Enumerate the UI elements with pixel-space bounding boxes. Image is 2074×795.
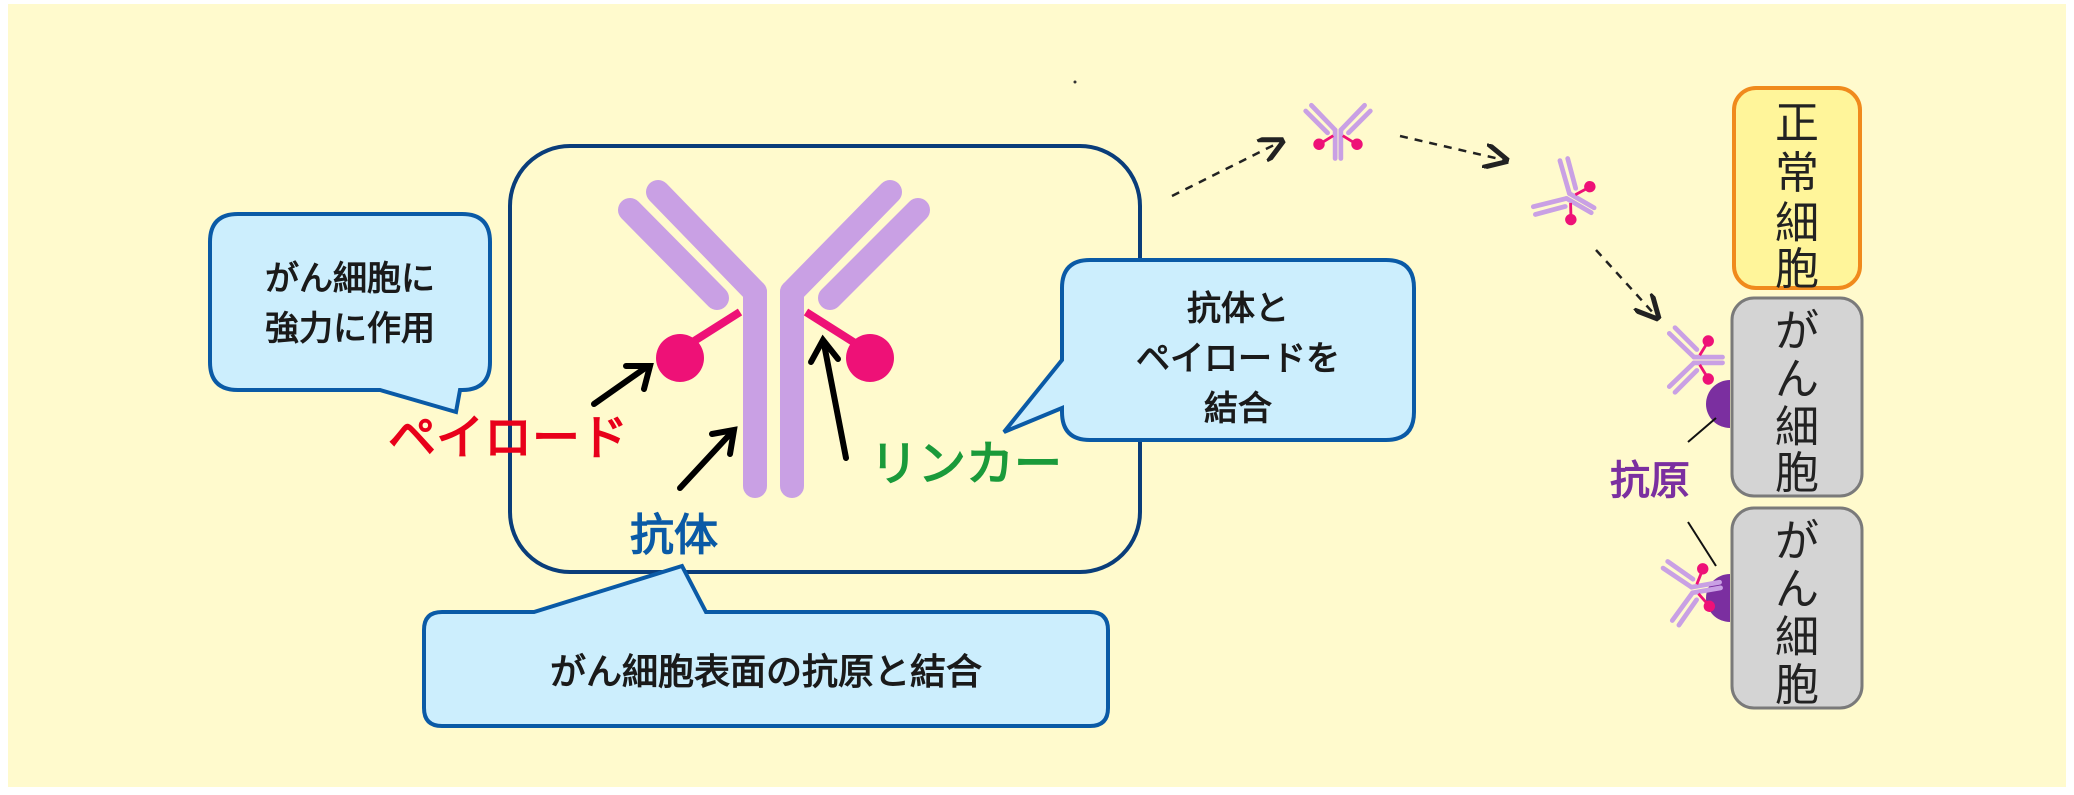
cancer-cell-2-char-4: 胞: [1775, 660, 1819, 711]
antigen-leader-1: [1687, 417, 1717, 443]
linker-label: リンカー: [870, 436, 1062, 492]
payload-left: [656, 334, 704, 382]
callout-potent: がん細胞に 強力に作用: [208, 212, 492, 415]
cancer-cell-1-char-4: 胞: [1775, 448, 1819, 499]
cancer-cell-1: が ん 細 胞: [1730, 296, 1864, 499]
antigen-leader-2: [1687, 521, 1717, 567]
callout-binding: がん細胞表面の抗原と結合: [422, 563, 1110, 728]
payload-right: [846, 334, 894, 382]
antibody-label: 抗体: [630, 510, 718, 561]
callout-conjugate: 抗体と ペイロードを 結合: [1002, 258, 1416, 442]
antibody-illustration: [618, 180, 930, 498]
cancer-cell-1-char-3: 細: [1775, 402, 1819, 453]
cancer-cell-2-char-1: が: [1775, 516, 1819, 567]
cancer-cell-2-char-3: 細: [1775, 612, 1819, 663]
cancer-cell-1-char-2: ん: [1775, 354, 1819, 405]
callout-potent-line1: がん細胞に: [265, 259, 435, 299]
callout-potent-line2: 強力に作用: [265, 309, 435, 349]
normal-cell-char-3: 細: [1775, 198, 1819, 249]
callout-conjugate-line1: 抗体と: [1187, 289, 1289, 329]
cancer-cell-2-char-2: ん: [1775, 564, 1819, 615]
payload-label: ペイロード: [388, 410, 628, 466]
callout-binding-text: がん細胞表面の抗原と結合: [550, 651, 982, 693]
normal-cell-char-4: 胞: [1775, 244, 1819, 295]
callout-conjugate-line2: ペイロードを: [1136, 339, 1340, 379]
cancer-cell-1-char-1: が: [1775, 306, 1819, 357]
normal-cell-char-1: 正: [1775, 98, 1819, 149]
antigen-1: [1706, 380, 1730, 428]
pointer-arrows: [591, 334, 849, 491]
flow-arrows: [1171, 134, 1656, 316]
cancer-cell-2: が ん 細 胞: [1730, 506, 1864, 711]
antigen-label: 抗原: [1610, 458, 1690, 504]
normal-cell-char-2: 常: [1775, 148, 1819, 199]
normal-cell: 正 常 細 胞: [1732, 86, 1862, 295]
callout-conjugate-line3: 結合: [1204, 389, 1272, 429]
